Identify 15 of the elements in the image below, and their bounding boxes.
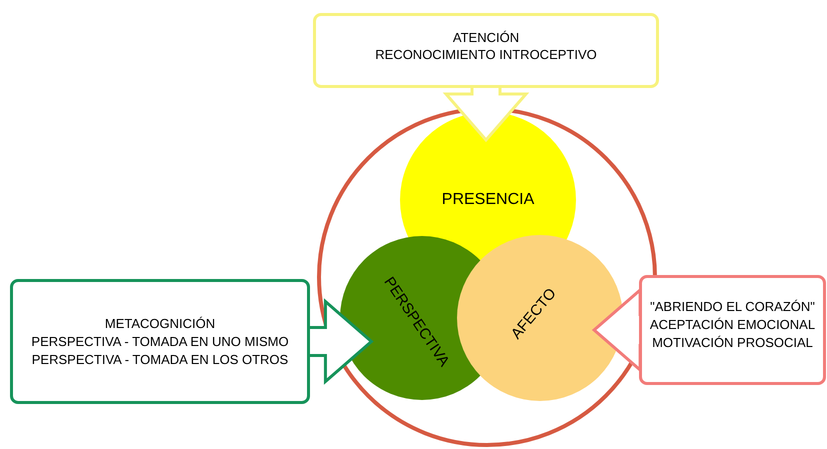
text-box xyxy=(639,275,826,385)
text-box xyxy=(10,279,310,404)
node-label: PRESENCIA xyxy=(442,190,534,210)
node-label: ATENCIÓN xyxy=(452,28,520,46)
node-label: MOTIVACIÓN PROSOCIAL xyxy=(652,334,813,352)
text-box xyxy=(313,13,659,88)
node-label: "ABRIENDO EL CORAZÓN" xyxy=(650,298,815,316)
node-label: PERSPECTIVA - TOMADA EN LOS OTROS xyxy=(32,350,288,368)
node-label: PERSPECTIVA - TOMADA EN UNO MISMO xyxy=(31,332,289,350)
node-label: RECONOCIMIENTO INTROCEPTIVO xyxy=(375,46,597,62)
block-arrow xyxy=(592,286,642,374)
node-label: ACEPTACIÓN EMOCIONAL xyxy=(650,316,816,334)
block-arrow xyxy=(442,86,530,142)
block-arrow xyxy=(308,298,374,385)
node-label: METACOGNICIÓN xyxy=(104,314,216,332)
